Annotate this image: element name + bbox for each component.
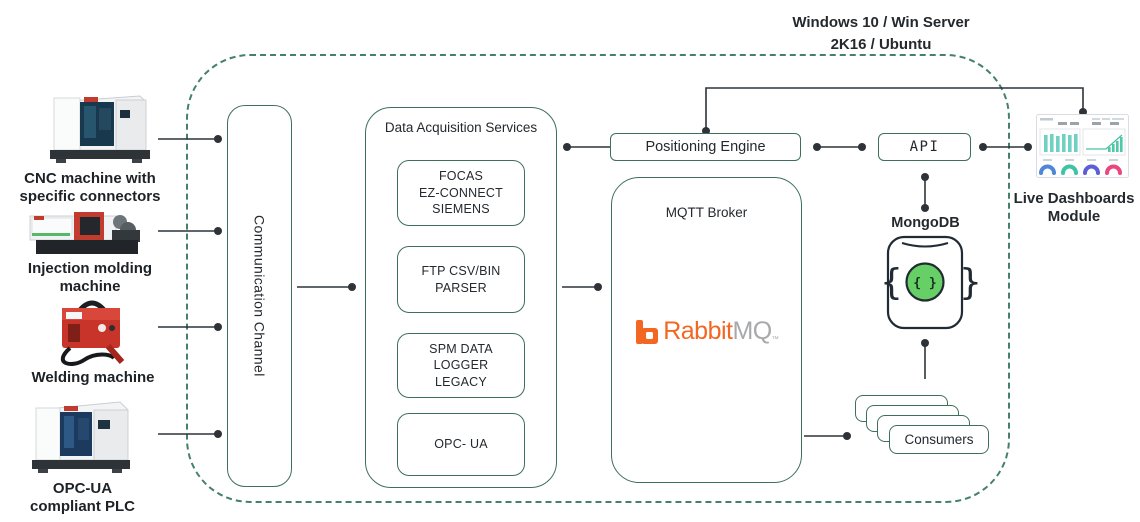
api-node: API bbox=[878, 133, 971, 161]
plc-machine-icon bbox=[28, 394, 136, 487]
data-acquisition-services-title: Data Acquisition Services bbox=[384, 120, 538, 135]
live-dashboards-module-label: Live Dashboards Module bbox=[1013, 190, 1135, 225]
service-ftp-parser: FTP CSV/BIN PARSER bbox=[397, 246, 525, 313]
injection-molding-machine-label: Injection molding machine bbox=[27, 260, 153, 296]
service-focas: FOCAS EZ-CONNECT SIEMENS bbox=[397, 160, 525, 226]
plc-machine-label: OPC-UA compliant PLC bbox=[29, 480, 135, 516]
cnc-machine-icon bbox=[44, 88, 156, 175]
service-opc-ua: OPC- UA bbox=[397, 413, 525, 476]
positioning-engine-label: Positioning Engine bbox=[645, 139, 766, 155]
api-label: API bbox=[909, 139, 940, 155]
mqtt-broker-label: MQTT Broker bbox=[665, 205, 748, 220]
mongodb-label: MongoDB bbox=[891, 215, 960, 231]
rabbitmq-wordmark-brand: Rabbit bbox=[663, 317, 733, 345]
os-platform-label: Windows 10 / Win Server 2K16 / Ubuntu bbox=[792, 14, 970, 53]
os-boundary-region bbox=[186, 54, 1010, 503]
mongodb-brace-right: } bbox=[959, 262, 978, 303]
rabbitmq-trademark: ™ bbox=[771, 336, 779, 343]
communication-channel-label: Communication Channel bbox=[251, 215, 268, 377]
mongodb-brace-left: { bbox=[880, 262, 903, 303]
rabbitmq-wordmark-suffix: MQ bbox=[732, 317, 772, 345]
welding-machine-label: Welding machine bbox=[31, 369, 155, 386]
mongodb-badge: { } bbox=[913, 276, 936, 291]
welding-machine-icon bbox=[42, 298, 138, 375]
injection-molding-machine-icon bbox=[28, 206, 144, 267]
service-spm-logger: SPM DATA LOGGER LEGACY bbox=[397, 333, 525, 398]
rabbitmq-icon bbox=[636, 319, 659, 344]
consumers-label: Consumers bbox=[904, 432, 974, 447]
consumers-node: Consumers bbox=[889, 425, 989, 454]
mongodb-icon: { } { } bbox=[872, 231, 982, 338]
dashboard-preview-icon bbox=[1036, 114, 1129, 183]
cnc-machine-label: CNC machine with specific connectors bbox=[19, 170, 161, 206]
communication-channel-node: Communication Channel bbox=[227, 105, 292, 487]
positioning-engine-node: Positioning Engine bbox=[610, 133, 801, 161]
